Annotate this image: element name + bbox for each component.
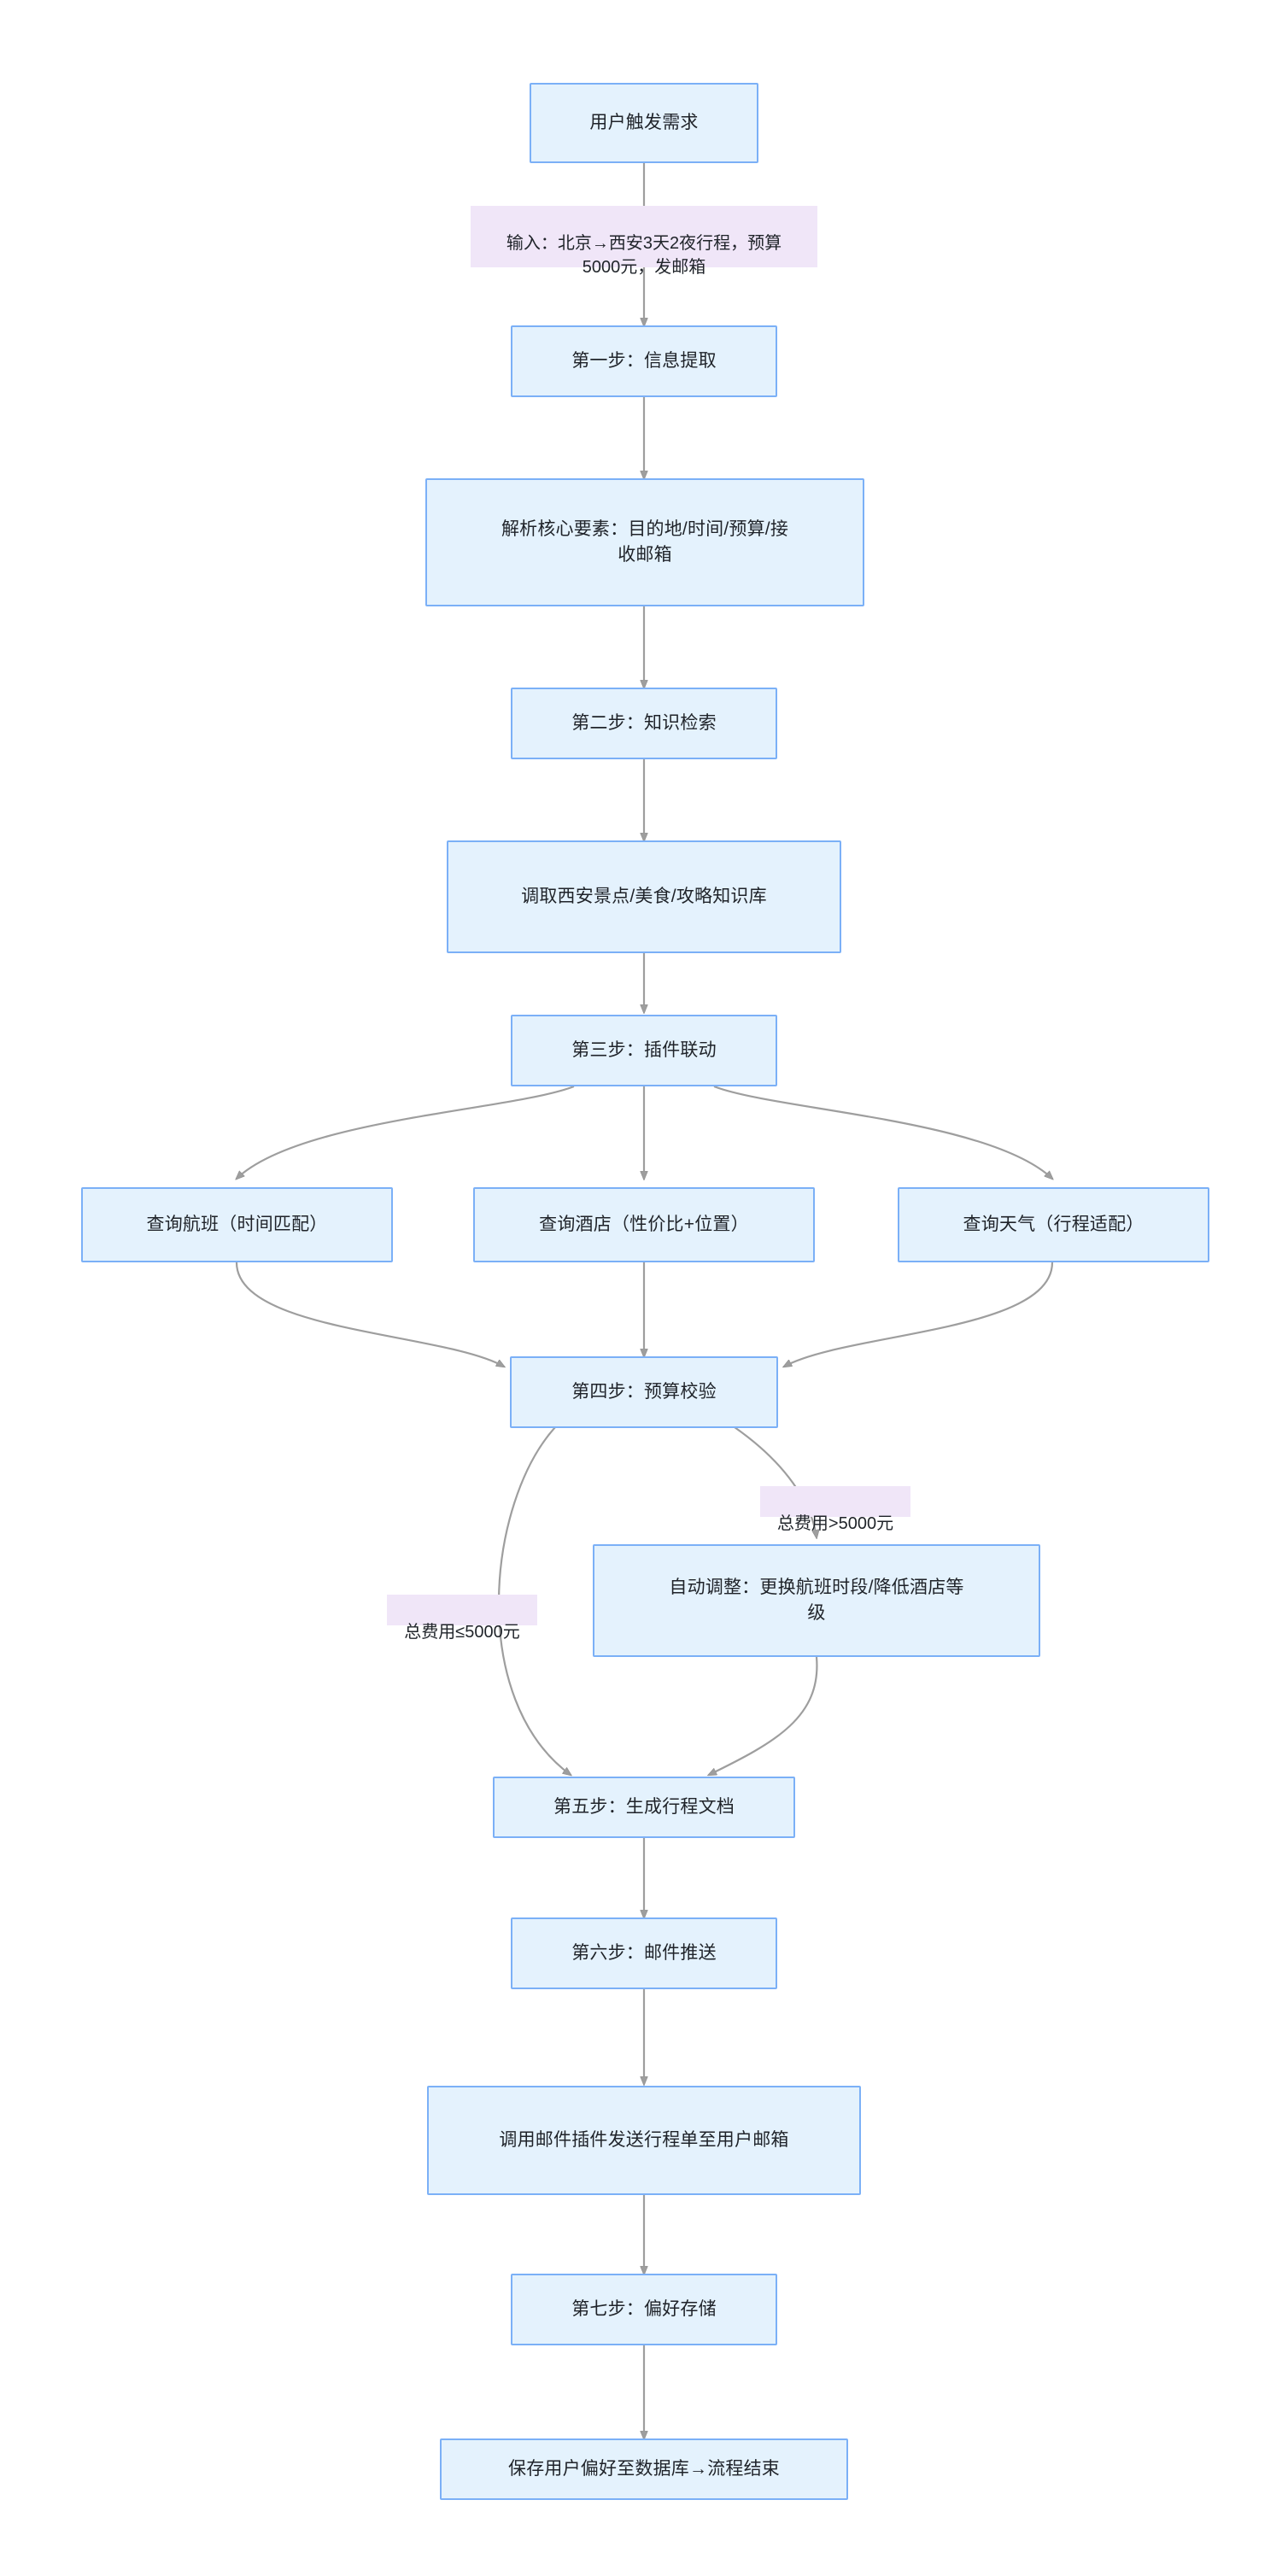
node-step5-label: 第五步：生成行程文档 <box>553 1796 735 1817</box>
node-adjust[interactable]: 自动调整：更换航班时段/降低酒店等 级 <box>593 1544 1040 1657</box>
edge-step3-flight <box>237 1085 575 1179</box>
node-start[interactable]: 用户触发需求 <box>530 83 758 163</box>
node-step2[interactable]: 第二步：知识检索 <box>511 688 777 759</box>
edge-weather-step4 <box>784 1262 1054 1367</box>
node-step6-label: 第六步：邮件推送 <box>571 1942 717 1963</box>
node-step5[interactable]: 第五步：生成行程文档 <box>493 1777 795 1838</box>
edge-label-over-budget: 总费用>5000元 <box>760 1486 910 1533</box>
node-step7-label: 第七步：偏好存储 <box>571 2298 717 2319</box>
edge-flight-step4 <box>235 1262 504 1367</box>
node-flight-label: 查询航班（时间匹配） <box>146 1214 328 1234</box>
node-step4[interactable]: 第四步：预算校验 <box>510 1356 778 1428</box>
node-step4-label: 第四步：预算校验 <box>571 1381 717 1402</box>
node-step2-label: 第二步：知识检索 <box>571 712 717 733</box>
node-hotel[interactable]: 查询酒店（性价比+位置） <box>473 1187 815 1262</box>
edge-label-within-budget: 总费用≤5000元 <box>387 1595 537 1642</box>
node-step6[interactable]: 第六步：邮件推送 <box>511 1917 777 1989</box>
node-step3[interactable]: 第三步：插件联动 <box>511 1015 777 1086</box>
node-step1-label: 第一步：信息提取 <box>571 350 717 371</box>
node-flight[interactable]: 查询航班（时间匹配） <box>81 1187 393 1262</box>
node-step2-detail-label: 调取西安景点/美食/攻略知识库 <box>521 886 767 906</box>
edge-label-within-budget-text: 总费用≤5000元 <box>404 1623 520 1642</box>
edge-label-input: 输入：北京→西安3天2夜行程，预算 5000元，发邮箱 <box>471 206 817 277</box>
edge-adjust-step5 <box>709 1656 818 1775</box>
node-step1[interactable]: 第一步：信息提取 <box>511 325 777 397</box>
node-step2-detail[interactable]: 调取西安景点/美食/攻略知识库 <box>447 840 841 953</box>
edge-step3-weather <box>713 1085 1052 1179</box>
edge-label-over-budget-text: 总费用>5000元 <box>776 1514 894 1533</box>
node-step3-label: 第三步：插件联动 <box>571 1039 717 1060</box>
node-step7-detail-label: 保存用户偏好至数据库→流程结束 <box>508 2458 780 2479</box>
node-step1-detail-label: 解析核心要素：目的地/时间/预算/接 收邮箱 <box>501 518 789 565</box>
node-start-label: 用户触发需求 <box>589 112 699 132</box>
node-step7-detail[interactable]: 保存用户偏好至数据库→流程结束 <box>440 2438 848 2500</box>
node-step1-detail[interactable]: 解析核心要素：目的地/时间/预算/接 收邮箱 <box>425 478 864 606</box>
node-step7[interactable]: 第七步：偏好存储 <box>511 2274 777 2345</box>
node-step6-detail-label: 调用邮件插件发送行程单至用户邮箱 <box>499 2129 789 2150</box>
edge-label-input-text: 输入：北京→西安3天2夜行程，预算 5000元，发邮箱 <box>506 234 782 277</box>
node-weather[interactable]: 查询天气（行程适配） <box>898 1187 1209 1262</box>
node-step6-detail[interactable]: 调用邮件插件发送行程单至用户邮箱 <box>427 2086 861 2195</box>
node-adjust-label: 自动调整：更换航班时段/降低酒店等 级 <box>669 1577 964 1623</box>
node-weather-label: 查询天气（行程适配） <box>963 1214 1145 1234</box>
node-hotel-label: 查询酒店（性价比+位置） <box>539 1214 749 1234</box>
